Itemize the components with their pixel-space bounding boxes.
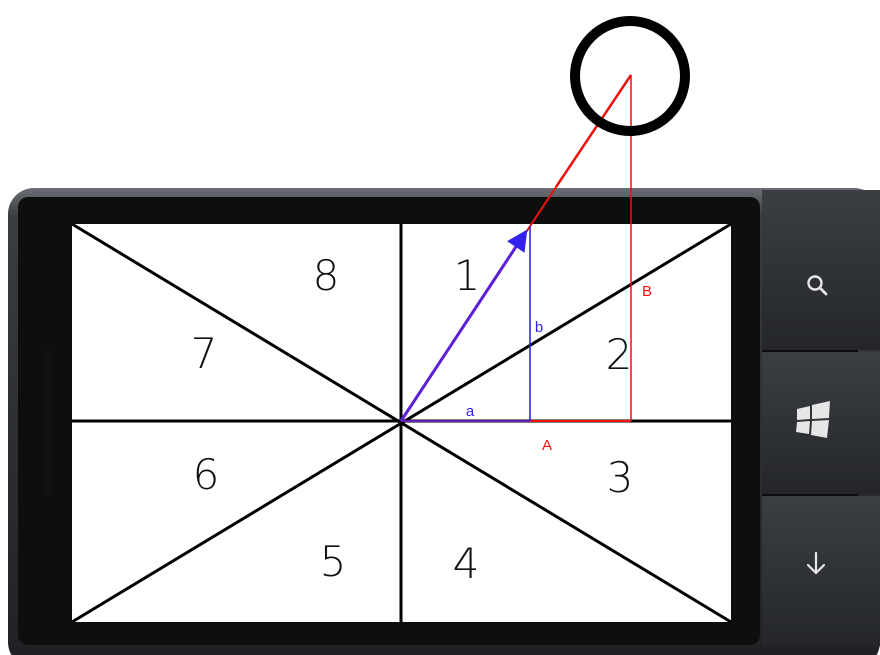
sector-labels: 1 2 3 4 5 6 7 8 [191,251,634,588]
label-large-a: A [542,437,552,454]
label-small-a: a [466,403,475,420]
small-vector [399,226,531,422]
sector-label-8: 8 [313,251,340,300]
small-vector-arrow [399,229,528,422]
label-small-b: b [535,319,543,336]
sector-label-2: 2 [606,330,633,379]
hardware-button-panel [762,190,880,646]
windows-logo-icon [796,401,830,438]
sector-label-3: 3 [607,453,634,502]
sector-label-6: 6 [193,450,220,499]
back-button[interactable] [762,496,880,646]
sector-label-4: 4 [453,539,480,588]
touch-point-circle [570,16,690,136]
search-icon [807,275,828,296]
label-large-b: B [642,283,652,300]
large-vector-diagonal-outside [554,74,633,188]
search-button[interactable] [762,190,880,350]
sector-label-1: 1 [454,251,481,300]
sector-label-7: 7 [191,329,218,378]
arrow-down-icon [806,551,826,575]
side-slot [44,348,52,498]
sector-label-5: 5 [320,537,347,586]
